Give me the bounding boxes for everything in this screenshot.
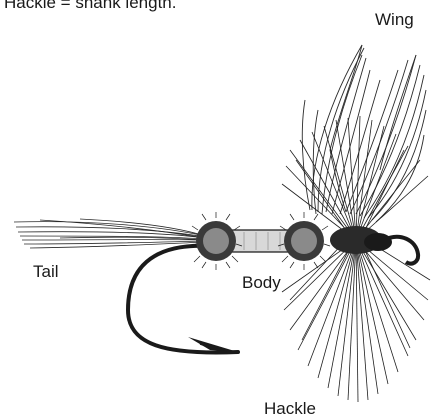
wing-label: Wing bbox=[375, 11, 414, 28]
hook bbox=[128, 246, 292, 353]
hackle-collar bbox=[330, 226, 392, 254]
caption-text: Hackle = shank length. bbox=[4, 0, 176, 11]
tail-fibers bbox=[14, 219, 205, 248]
hackle-label: Hackle bbox=[264, 400, 316, 417]
tail-label: Tail bbox=[33, 263, 59, 280]
body-label: Body bbox=[242, 274, 281, 291]
